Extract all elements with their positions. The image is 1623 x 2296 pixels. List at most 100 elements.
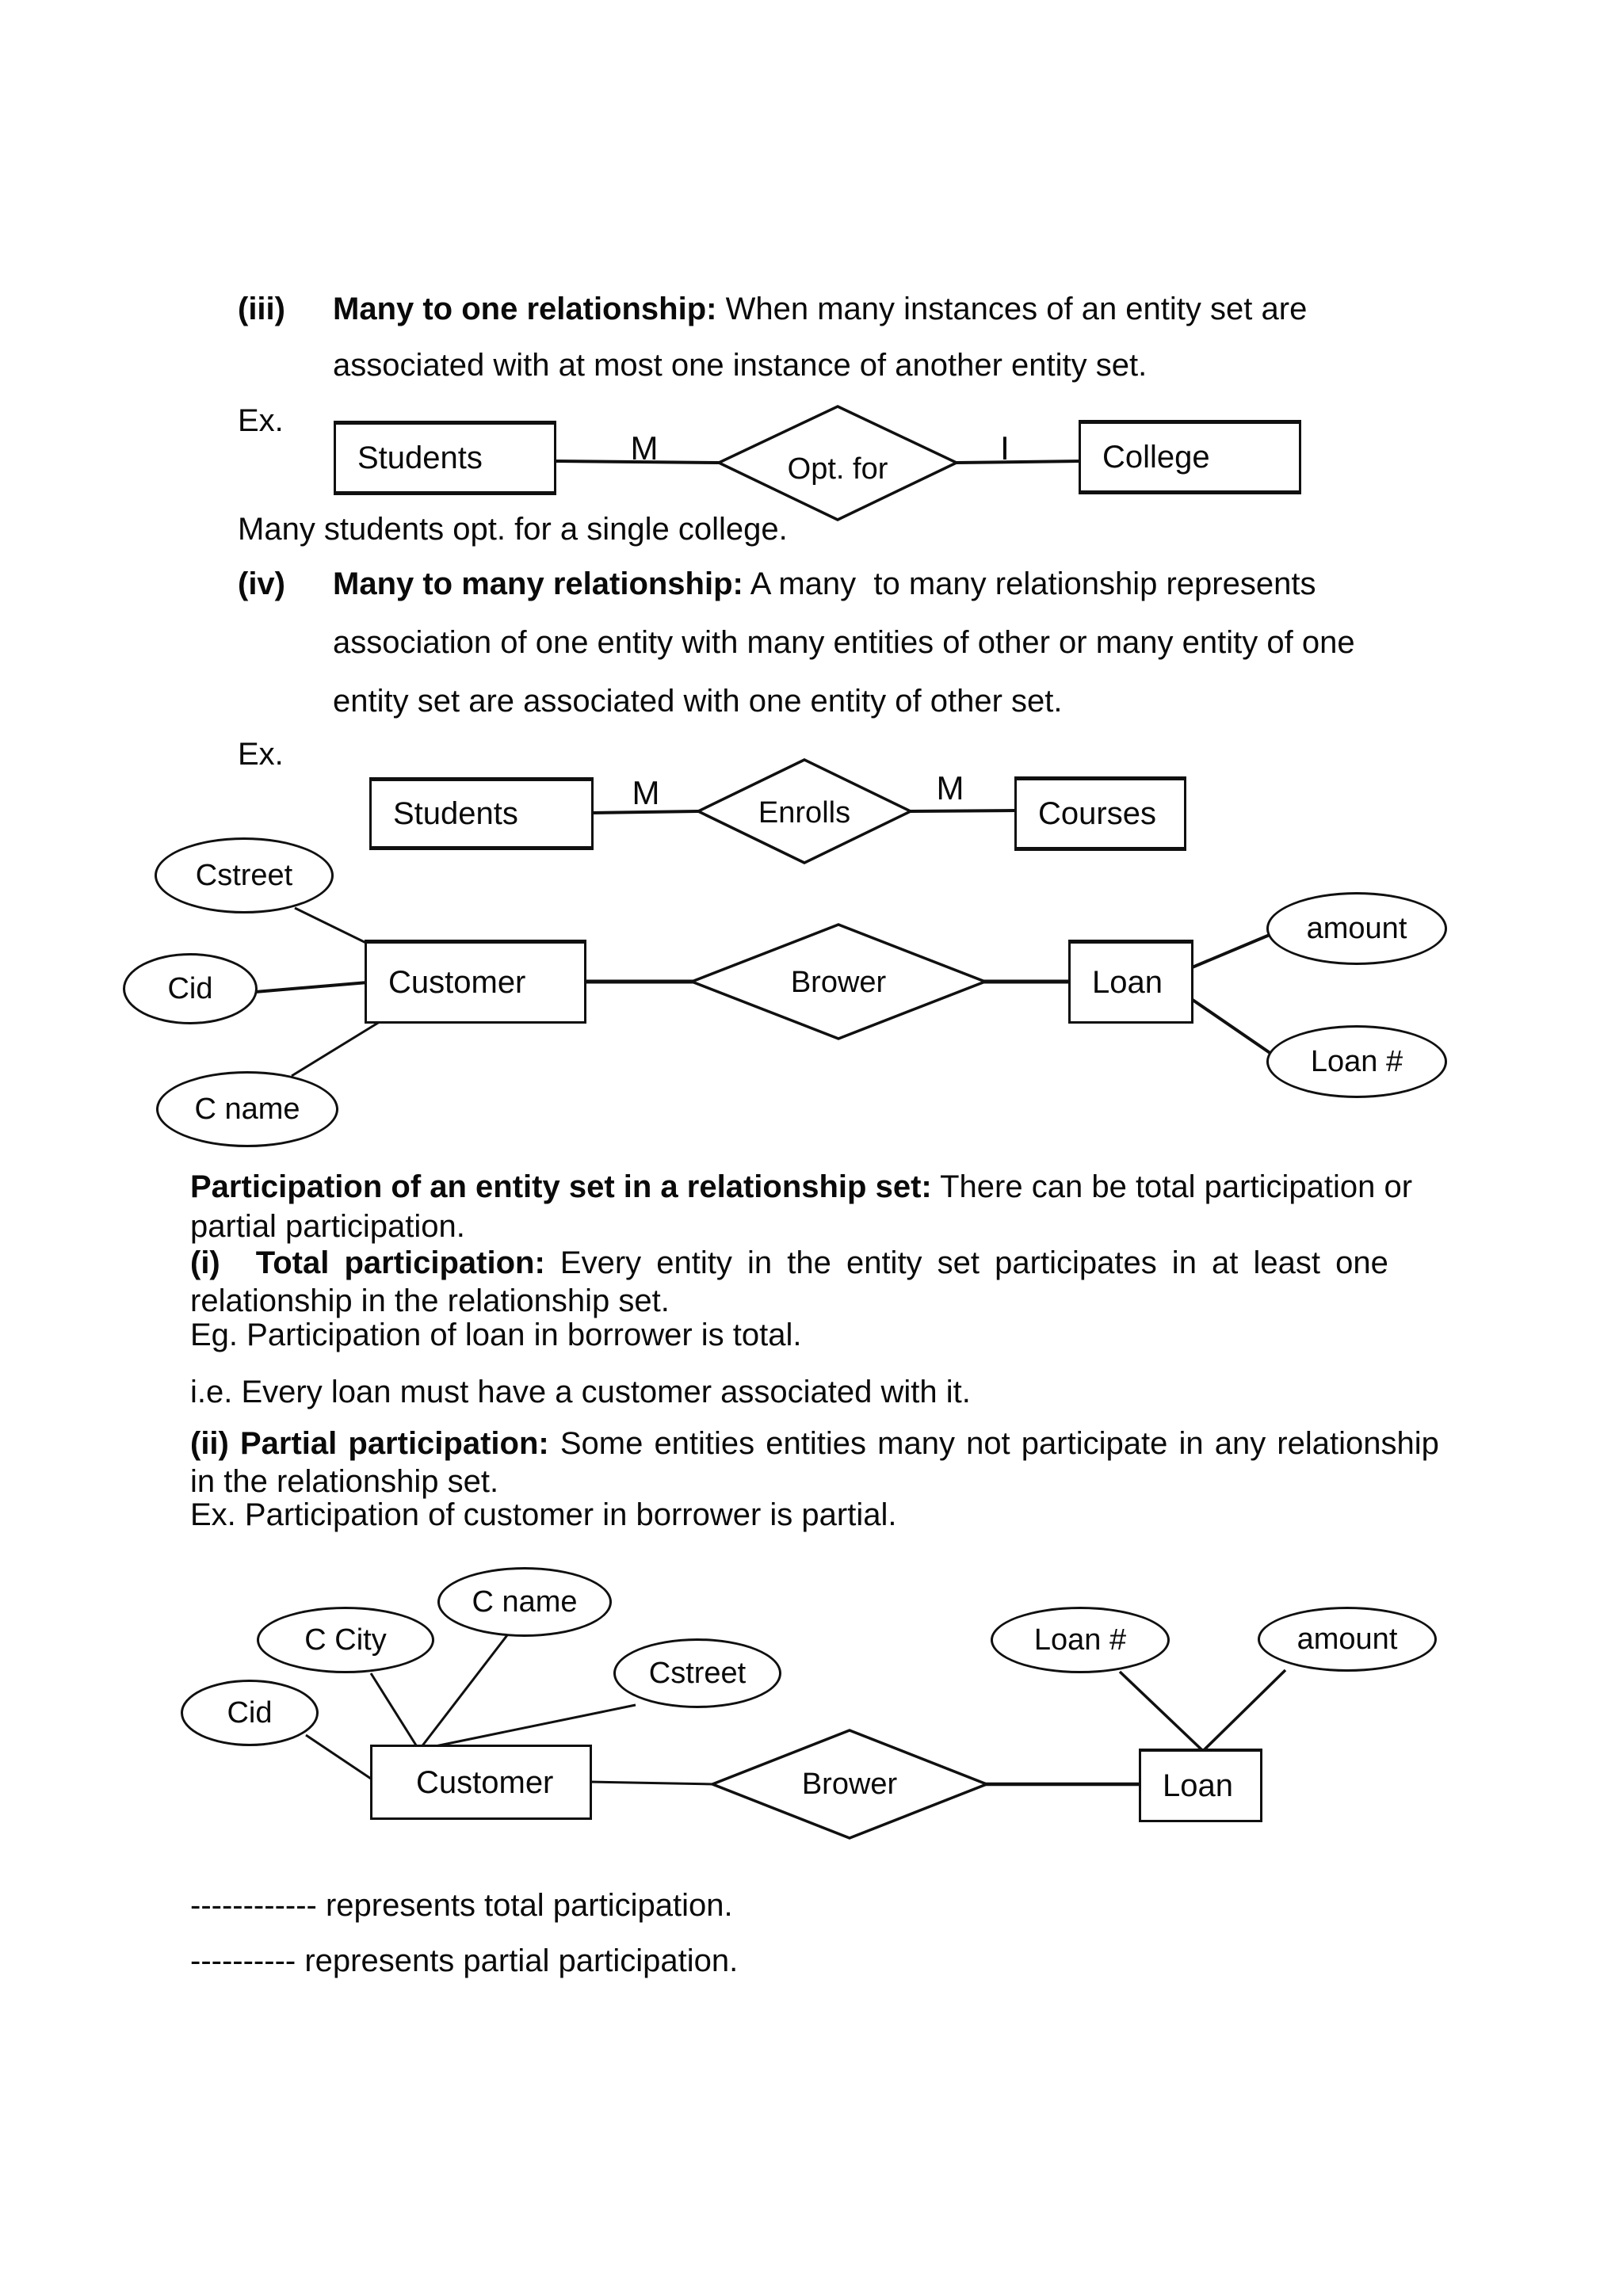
entity-students-1-label: Students: [357, 441, 483, 475]
participation-p5-line1: (ii) Partial participation: Some entitie…: [190, 1425, 1439, 1463]
cardinality-m-2a: M: [632, 774, 660, 811]
connector-loannum-loan-2: [1118, 1670, 1205, 1753]
attribute-cname-2: C name: [437, 1567, 612, 1637]
cardinality-m-2b: M: [936, 769, 964, 807]
legend-total-dashes: ------------: [190, 1888, 317, 1923]
example-label-1: Ex.: [238, 403, 284, 438]
sec4-line3: entity set are associated with one entit…: [333, 684, 1063, 719]
attribute-cid-2: Cid: [181, 1680, 319, 1746]
attribute-cname-1-label: C name: [194, 1093, 300, 1126]
sec3-line2: associated with at most one instance of …: [333, 348, 1148, 383]
attribute-cstreet-1-label: Cstreet: [195, 859, 293, 892]
sec3-line1: Many to one relationship: When many inst…: [333, 290, 1307, 328]
attribute-amount-1-label: amount: [1306, 912, 1407, 945]
sec3-heading: Many to one relationship:: [333, 292, 717, 326]
connector-optfor-college: [956, 460, 1083, 464]
entity-college-label: College: [1102, 440, 1210, 475]
participation-p1-line1: Participation of an entity set in a rela…: [190, 1168, 1412, 1206]
attribute-cstreet-2: Cstreet: [613, 1638, 781, 1708]
participation-p5-line2: in the relationship set.: [190, 1464, 499, 1499]
connector-amount-loan-2: [1201, 1669, 1287, 1753]
participation-ex: Ex. Participation of customer in borrowe…: [190, 1497, 897, 1532]
partial-participation-heading: (ii) Partial participation:: [190, 1426, 549, 1461]
attribute-loannum-1: Loan #: [1266, 1025, 1447, 1098]
participation-eg: Eg. Participation of loan in borrower is…: [190, 1318, 802, 1352]
attribute-ccity-2: C City: [257, 1607, 434, 1673]
connector-cstreet-customer-2: [423, 1703, 636, 1750]
legend-total: ------------ represents total participat…: [190, 1886, 733, 1924]
entity-students-2-label: Students: [393, 796, 518, 831]
relationship-brower-2-label: Brower: [801, 1768, 898, 1801]
entity-courses-label: Courses: [1038, 796, 1156, 831]
participation-heading: Participation of an entity set in a rela…: [190, 1169, 932, 1204]
sec4-line1: Many to many relationship: A many to man…: [333, 565, 1316, 603]
diagram1-caption: Many students opt. for a single college.: [238, 512, 788, 547]
participation-ie: i.e. Every loan must have a customer ass…: [190, 1375, 971, 1409]
connector-ccity-customer-2: [369, 1672, 419, 1749]
participation-p2-rest: Every entity in the entity set participa…: [544, 1245, 1388, 1280]
entity-courses: Courses: [1014, 776, 1186, 851]
entity-college: College: [1079, 420, 1301, 494]
entity-loan-2: Loan: [1139, 1749, 1262, 1822]
attribute-cid-1: Cid: [123, 953, 258, 1024]
entity-customer-1-label: Customer: [388, 965, 526, 1000]
connector-loan-loannum: [1189, 997, 1273, 1055]
attribute-cstreet-2-label: Cstreet: [648, 1657, 747, 1690]
participation-p5-rest: Some entities entities many not particip…: [548, 1426, 1439, 1461]
example-label-2: Ex.: [238, 737, 284, 772]
attribute-amount-2-label: amount: [1296, 1623, 1398, 1656]
connector-enrolls-courses: [910, 809, 1018, 813]
connector-cname-customer-2: [419, 1634, 509, 1749]
legend-partial-dashes: ----------: [190, 1943, 296, 1978]
attribute-cname-1: C name: [156, 1071, 338, 1147]
connector-cid-customer: [254, 981, 369, 994]
sec4-line1-rest: A many to many relationship represents: [743, 566, 1316, 601]
total-participation-heading: Total participation:: [255, 1245, 545, 1280]
entity-customer-2: Customer: [370, 1745, 592, 1820]
attribute-amount-1: amount: [1266, 892, 1447, 965]
participation-p2-line1: (i)Total participation: Every entity in …: [190, 1244, 1388, 1282]
attribute-cid-2-label: Cid: [227, 1696, 273, 1730]
connector-students-optfor: [556, 460, 720, 464]
relationship-enrolls-label: Enrolls: [758, 796, 851, 830]
attribute-ccity-2-label: C City: [304, 1623, 387, 1657]
connector-customer-brower-2: [588, 1780, 715, 1786]
cardinality-i-1: I: [1000, 429, 1010, 467]
attribute-amount-2: amount: [1258, 1607, 1437, 1672]
attribute-loannum-1-label: Loan #: [1310, 1045, 1403, 1078]
entity-students-1: Students: [334, 421, 556, 495]
attribute-cid-1-label: Cid: [167, 972, 213, 1005]
entity-loan-2-label: Loan: [1163, 1768, 1233, 1803]
relationship-diamond-enrolls: [694, 758, 915, 864]
legend-total-text: represents total participation.: [316, 1888, 733, 1923]
connector-cid-customer-2: [305, 1733, 374, 1782]
relationship-diamond-opt-for: [715, 405, 960, 521]
entity-students-2: Students: [369, 777, 594, 850]
entity-loan-1: Loan: [1068, 940, 1193, 1024]
list-number-iv: (iv): [238, 566, 285, 601]
connector-cstreet-customer: [294, 906, 373, 948]
connector-students-enrolls: [590, 810, 699, 814]
sec3-line1-rest: When many instances of an entity set are: [716, 292, 1308, 326]
attribute-loannum-2-label: Loan #: [1033, 1623, 1127, 1657]
list-number-iii: (iii): [238, 292, 285, 326]
relationship-diamond-brower-2: [708, 1729, 991, 1840]
legend-partial: ---------- represents partial participat…: [190, 1942, 738, 1980]
entity-customer-1: Customer: [365, 940, 586, 1024]
participation-p1-rest: There can be total participation or: [931, 1169, 1413, 1204]
sec4-line2: association of one entity with many enti…: [333, 625, 1355, 660]
relationship-diamond-brower-1: [688, 923, 989, 1040]
entity-loan-1-label: Loan: [1092, 965, 1163, 1000]
relationship-brower-1-label: Brower: [790, 966, 887, 999]
participation-p1-line2: partial participation.: [190, 1209, 465, 1244]
attribute-cstreet-1: Cstreet: [155, 837, 334, 913]
cardinality-m-1: M: [630, 429, 659, 467]
connector-loan-amount: [1190, 933, 1270, 970]
attribute-cname-2-label: C name: [472, 1585, 578, 1619]
legend-partial-text: represents partial participation.: [296, 1943, 739, 1978]
connector-cname-customer: [291, 1019, 383, 1077]
attribute-loannum-2: Loan #: [991, 1607, 1170, 1673]
relationship-opt-for-label: Opt. for: [787, 452, 888, 486]
